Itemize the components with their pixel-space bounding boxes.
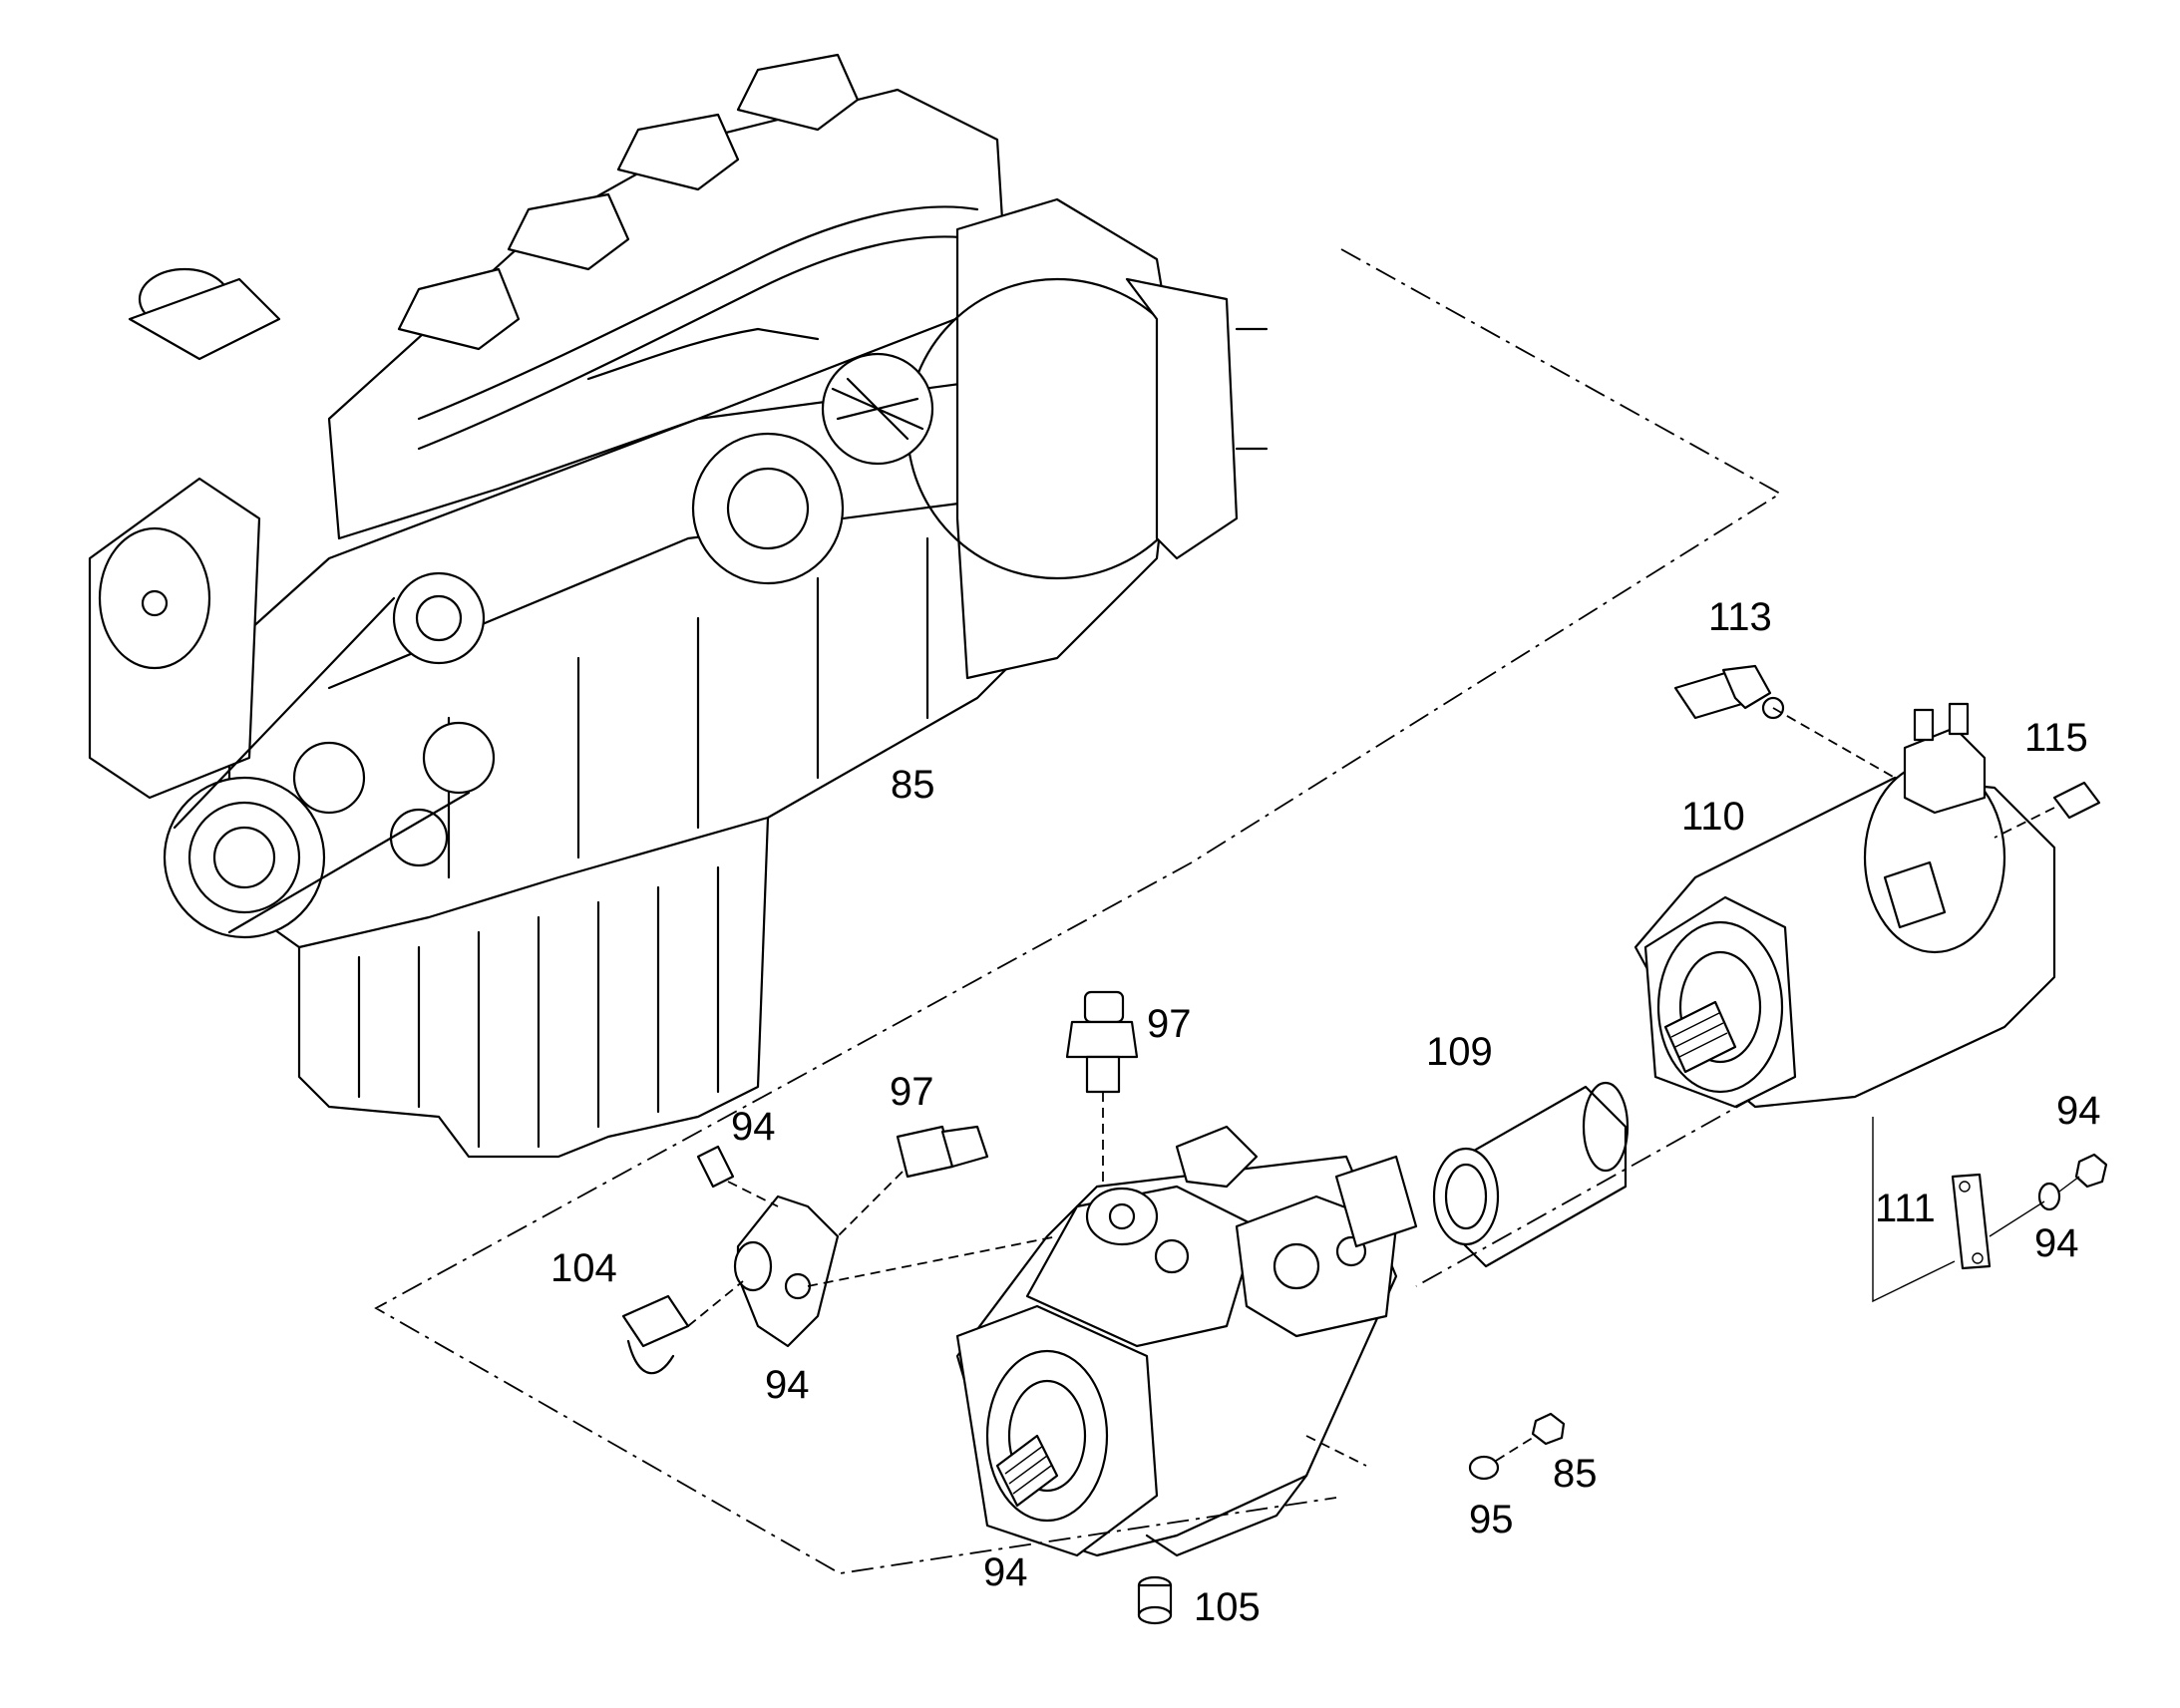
callout-hydraulic-motor: 110 <box>1681 795 1745 839</box>
callout-bracket-lower: 94 <box>765 1363 810 1407</box>
strap-part <box>1951 1173 1992 1270</box>
washer-nut-lower-parts <box>1468 1412 1566 1481</box>
callout-elbow-fitting: 97 <box>890 1070 934 1114</box>
fitting-97-top-part <box>1065 990 1139 1094</box>
callout-coupling: 109 <box>1426 1030 1493 1074</box>
leader-115 <box>1994 807 2055 839</box>
washer-nut-right-parts <box>2037 1153 2108 1211</box>
leader-pump-nut <box>1305 1435 1367 1467</box>
engine-mount-outline <box>374 248 1782 1574</box>
callout-pump-shaft: 94 <box>983 1550 1028 1594</box>
callout-sensor-fitting: 113 <box>1708 595 1772 639</box>
motor-shaft-line <box>1415 1096 1756 1287</box>
leader-104-plug <box>687 1280 744 1327</box>
leader-97-elbow <box>837 1171 904 1237</box>
callout-washer-right: 94 <box>2034 1221 2079 1265</box>
hydraulic-pump <box>955 1125 1418 1557</box>
plug-104-part <box>621 1294 690 1375</box>
bracket-104-part <box>733 1195 840 1348</box>
sensor-fitting-part <box>1673 664 1785 720</box>
leader-94-screw <box>727 1181 779 1207</box>
screw-94-part <box>696 1145 735 1189</box>
coupling-sleeve <box>1432 1081 1630 1268</box>
callout-drain-plug: 105 <box>1194 1585 1261 1629</box>
leader-94-right <box>1989 1176 2080 1237</box>
callout-bracket: 104 <box>550 1246 617 1290</box>
leader-bracket-pump <box>807 1235 1058 1287</box>
callout-nut-right: 94 <box>2056 1089 2101 1133</box>
leader-washer-lower <box>1495 1435 1537 1462</box>
leader-113 <box>1772 707 1896 779</box>
callout-bleed-fitting: 115 <box>2024 716 2088 760</box>
callout-nut-lower: 85 <box>1553 1452 1598 1496</box>
callout-engine: 85 <box>891 763 935 807</box>
callout-bracket-screw: 94 <box>731 1105 776 1149</box>
callout-washer-lower: 95 <box>1469 1498 1514 1541</box>
callout-shaft-fitting-top: 97 <box>1147 1002 1192 1046</box>
fitting-97-elbow-part <box>896 1125 989 1179</box>
bleed-fitting-part <box>2052 781 2101 820</box>
engine-assembly <box>88 53 1269 1159</box>
callout-strap: 111 <box>1875 1187 1936 1230</box>
leader-111 <box>1872 1117 1956 1303</box>
drain-plug-part <box>1137 1575 1173 1625</box>
hydraulic-motor <box>1634 702 2056 1109</box>
